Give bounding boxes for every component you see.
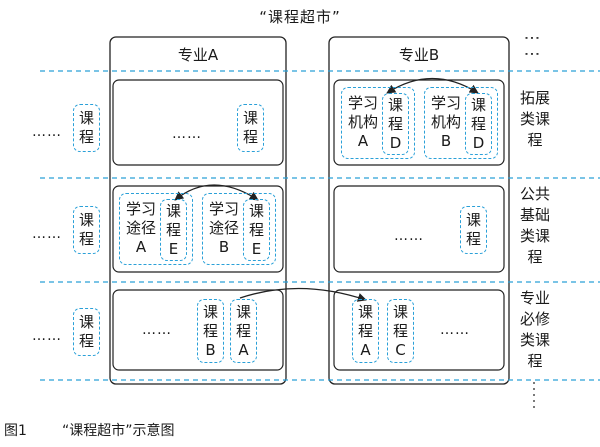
cell-a1-course: 课 程 xyxy=(237,104,264,152)
left-course-row2: 课 程 xyxy=(73,206,100,254)
left-ellipsis-row3: …… xyxy=(32,328,62,344)
left-course-row3: 课 程 xyxy=(73,308,100,356)
cell-a2-unit-b-label: 学习 途径 B xyxy=(208,200,239,256)
cell-a3-ellipsis: …… xyxy=(142,322,172,338)
arrow-a2 xyxy=(174,184,259,201)
left-ellipsis-row2: …… xyxy=(32,226,62,242)
cell-b3-course-a: 课 程 A xyxy=(352,299,379,363)
cell-b2-course: 课 程 xyxy=(460,206,487,254)
cell-a1-ellipsis: …… xyxy=(172,126,202,142)
cell-a1 xyxy=(112,79,284,166)
cell-a2-unit-a-label: 学习 途径 A xyxy=(125,200,156,256)
row-label-public-basic: 公共 基础 类课 程 xyxy=(519,185,550,266)
cell-a3-course-a: 课 程 A xyxy=(230,299,257,363)
cell-b1-unit-b: 学习 机构 B xyxy=(424,87,498,159)
column-box-b xyxy=(328,36,510,385)
cell-a2-unit-b: 学习 途径 B xyxy=(202,193,276,265)
figure-number: 图1 xyxy=(4,423,27,439)
cell-b1-course-a: 课 程 D xyxy=(382,93,409,155)
cell-b2-ellipsis: …… xyxy=(394,228,424,244)
row-separators xyxy=(40,70,600,381)
column-label-a: 专业A xyxy=(177,46,219,64)
diagram-title: “课程超市” xyxy=(259,8,341,26)
cell-b3-ellipsis: …… xyxy=(440,322,470,338)
column-box-a xyxy=(109,36,287,385)
cell-a3-course-b: 课 程 B xyxy=(197,299,224,363)
cell-b1-unit-a: 学习 机构 A xyxy=(341,87,415,159)
arrow-a3-b3 xyxy=(239,287,367,302)
cell-b2 xyxy=(333,185,505,273)
cell-b1-unit-a-label: 学习 机构 A xyxy=(347,94,378,150)
row-label-major-required: 专业 必修 类课 程 xyxy=(519,289,550,370)
right-ellipsis: ⋮⋮ xyxy=(523,30,542,62)
cell-a2-course-b: 课 程 E xyxy=(243,199,270,261)
column-label-b: 专业B xyxy=(398,46,440,64)
cell-a2-course-a: 课 程 E xyxy=(160,199,187,261)
figure-caption: “课程超市”示意图 xyxy=(62,423,175,439)
cell-b3-course-c: 课 程 C xyxy=(387,299,414,363)
cell-b1-unit-b-label: 学习 机构 B xyxy=(430,94,461,150)
row-label-extension: 拓展 类课 程 xyxy=(519,89,550,149)
cell-a2 xyxy=(112,185,284,273)
left-ellipsis-row1: …… xyxy=(32,124,62,140)
cell-b1-course-b: 课 程 D xyxy=(465,93,492,155)
left-course-row1: 课 程 xyxy=(73,104,100,152)
cell-b3 xyxy=(333,289,505,371)
cell-a3 xyxy=(112,289,284,371)
cell-a2-unit-a: 学习 途径 A xyxy=(119,193,193,265)
